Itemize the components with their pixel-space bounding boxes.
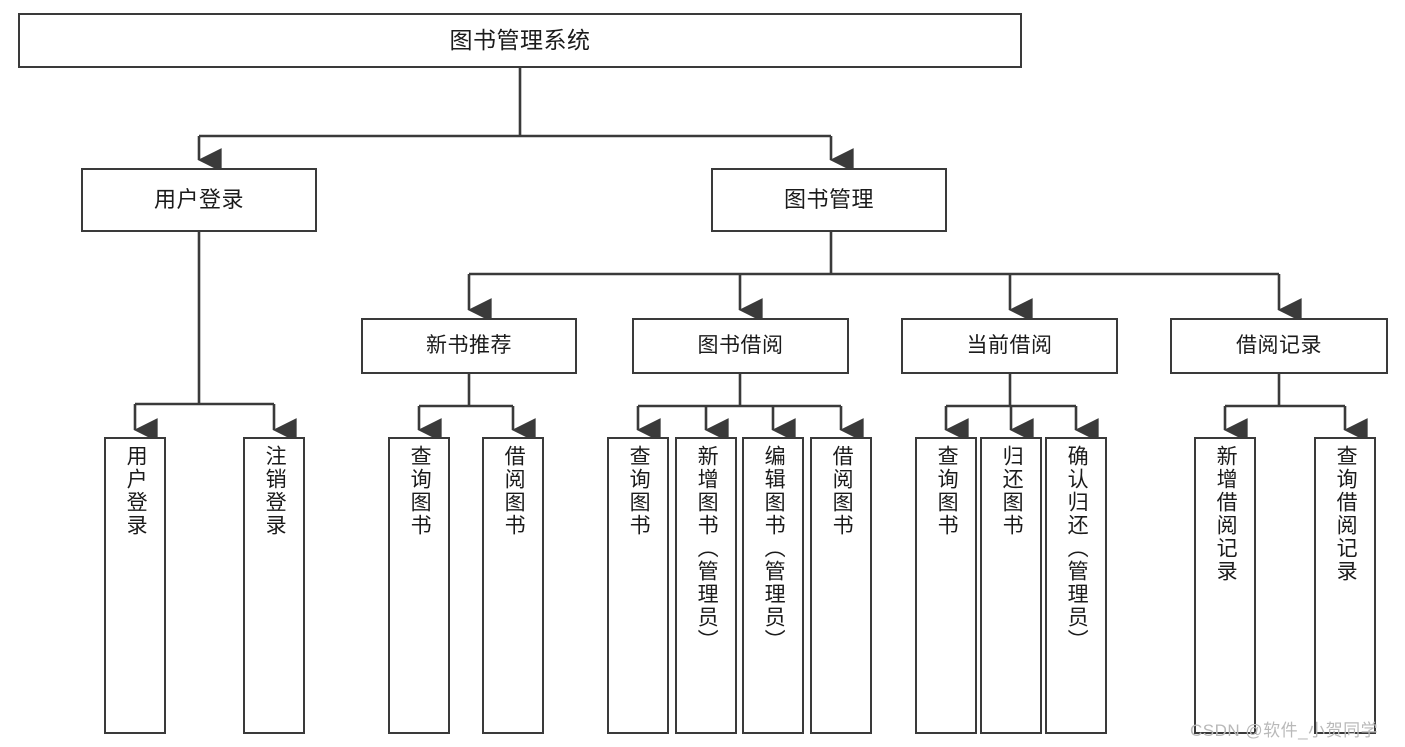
node-label: 编辑图书（管理员）: [762, 445, 786, 652]
node-label: 新增借阅记录: [1214, 445, 1238, 583]
node-leaf-add-book-admin[interactable]: 新增图书（管理员）: [675, 437, 737, 734]
node-label: 查询图书: [935, 445, 959, 537]
node-leaf-edit-book-admin[interactable]: 编辑图书（管理员）: [742, 437, 804, 734]
node-label: 借阅记录: [1236, 334, 1322, 358]
node-label: 图书管理: [783, 186, 874, 212]
node-label: 归还图书: [1000, 445, 1024, 537]
node-leaf-add-borrowing-record[interactable]: 新增借阅记录: [1194, 437, 1256, 734]
node-label: 图书管理系统: [449, 26, 591, 53]
node-label: 查询借阅记录: [1334, 445, 1358, 583]
node-label: 借阅图书: [502, 445, 526, 537]
node-leaf-confirm-return-admin[interactable]: 确认归还（管理员）: [1045, 437, 1107, 734]
node-label: 新书推荐: [426, 334, 512, 358]
node-leaf-query-books-recommendation[interactable]: 查询图书: [388, 437, 450, 734]
node-leaf-logout[interactable]: 注销登录: [243, 437, 305, 734]
csdn-watermark: CSDN @软件_小贺同学: [1190, 721, 1379, 740]
node-label: 借阅图书: [830, 445, 854, 537]
node-label: 图书借阅: [697, 334, 784, 358]
node-leaf-user-login[interactable]: 用户登录: [104, 437, 166, 734]
node-leaf-query-books-current[interactable]: 查询图书: [915, 437, 977, 734]
node-leaf-borrow-books[interactable]: 借阅图书: [810, 437, 872, 734]
node-user-login[interactable]: 用户登录: [81, 168, 317, 232]
node-book-management[interactable]: 图书管理: [711, 168, 947, 232]
node-label: 用户登录: [153, 186, 244, 212]
node-borrowing-records[interactable]: 借阅记录: [1170, 318, 1388, 374]
node-leaf-borrow-books-recommendation[interactable]: 借阅图书: [482, 437, 544, 734]
node-label: 确认归还（管理员）: [1065, 445, 1089, 652]
node-root-book-management-system[interactable]: 图书管理系统: [18, 13, 1022, 68]
node-leaf-query-books-borrowing[interactable]: 查询图书: [607, 437, 669, 734]
node-label: 当前借阅: [966, 334, 1053, 358]
node-book-borrowing[interactable]: 图书借阅: [632, 318, 849, 374]
node-new-book-recommendation[interactable]: 新书推荐: [361, 318, 577, 374]
node-label: 查询图书: [627, 445, 651, 537]
node-current-borrowing[interactable]: 当前借阅: [901, 318, 1118, 374]
node-label: 新增图书（管理员）: [695, 445, 719, 652]
node-label: 用户登录: [124, 445, 148, 537]
node-label: 注销登录: [263, 445, 287, 537]
node-label: 查询图书: [408, 445, 432, 537]
node-leaf-return-books[interactable]: 归还图书: [980, 437, 1042, 734]
node-leaf-query-borrowing-record[interactable]: 查询借阅记录: [1314, 437, 1376, 734]
